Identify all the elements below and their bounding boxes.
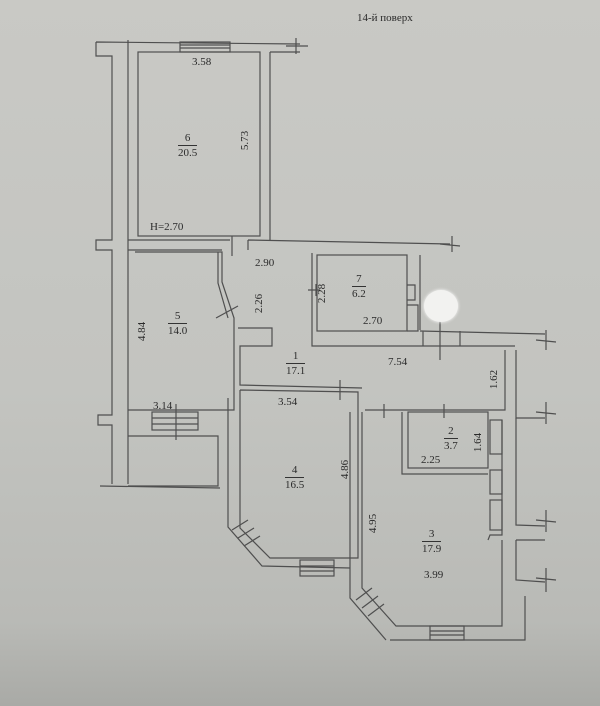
- room-7-label: 7 6.2: [352, 273, 366, 300]
- ceiling-height: H=2.70: [150, 221, 184, 233]
- dim-corridor-length: 7.54: [388, 356, 408, 368]
- dim-r5-width: 3.14: [153, 400, 173, 412]
- room-area: 16.5: [285, 479, 305, 492]
- room-2-outline: [407, 411, 489, 469]
- room-5-outline: [128, 251, 235, 411]
- room-area: 20.5: [178, 147, 198, 160]
- room-1-label: 1 17.1: [286, 350, 306, 378]
- floor-title: 14-й поверх: [357, 12, 413, 24]
- room-area: 6.2: [352, 288, 366, 301]
- window-room-5-bottom: [151, 411, 199, 431]
- room-area: 17.1: [286, 365, 306, 378]
- redaction-mark: [424, 290, 458, 322]
- dim-hall-side: 2.26: [253, 293, 266, 314]
- window-room-3-bottom: [429, 625, 465, 641]
- dim-r7-side: 2.28: [316, 283, 329, 304]
- room-number: 4: [285, 464, 305, 479]
- room-3-outline: [361, 412, 503, 627]
- window-room-6: [179, 41, 231, 53]
- dim-r3-width: 3.99: [424, 569, 444, 581]
- dim-r4-length: 4.86: [339, 459, 352, 480]
- dim-r5-length: 4.84: [136, 321, 149, 342]
- dim-r7-width: 2.70: [363, 315, 383, 327]
- dim-r2-length: 1.64: [472, 432, 485, 453]
- dim-r3-length: 4.95: [367, 513, 380, 534]
- room-number: 7: [352, 273, 366, 288]
- room-number: 1: [286, 350, 306, 365]
- room-number: 2: [444, 425, 458, 440]
- room-area: 17.9: [422, 543, 442, 556]
- top-wall: [95, 41, 301, 484]
- room-6-label: 6 20.5: [178, 132, 198, 160]
- room-3-label: 3 17.9: [422, 528, 442, 556]
- dim-r4-width: 3.54: [278, 396, 298, 408]
- dim-r6-width: 3.58: [192, 56, 212, 68]
- room-4-label: 4 16.5: [285, 464, 305, 492]
- room-2-label: 2 3.7: [444, 425, 458, 452]
- window-room-3-diagonal: [355, 587, 385, 617]
- room-area: 3.7: [444, 440, 458, 453]
- window-room-4-bottom: [299, 559, 335, 577]
- room-area: 14.0: [168, 325, 188, 338]
- dim-r2-width: 2.25: [421, 454, 441, 466]
- dim-hall-top: 2.90: [255, 257, 275, 269]
- dim-corridor-width: 1.62: [488, 369, 501, 390]
- room-number: 6: [178, 132, 198, 147]
- room-number: 3: [422, 528, 442, 543]
- window-room-4-diagonal: [231, 519, 261, 547]
- dim-r6-length: 5.73: [239, 130, 252, 151]
- room-7-outline: [316, 254, 408, 332]
- room-4-outline: [239, 389, 359, 559]
- room-number: 5: [168, 310, 188, 325]
- room-5-label: 5 14.0: [168, 310, 188, 338]
